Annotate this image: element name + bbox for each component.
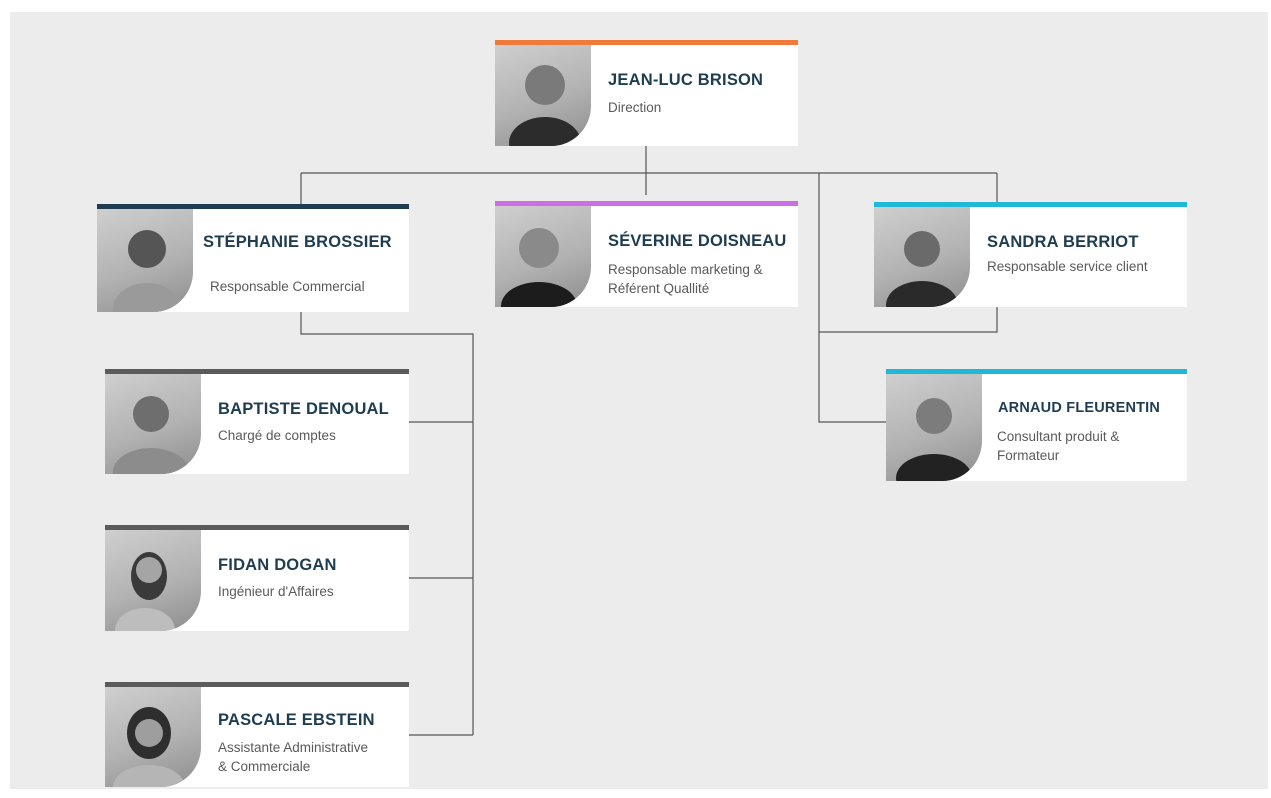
accent-bar [97,204,409,209]
person-role: Responsable marketing & Référent Quallit… [608,260,763,298]
card-arnaud-fleurentin: ARNAUD FLEURENTIN Consultant produit & F… [886,369,1187,481]
portrait-photo [495,45,591,146]
card-severine-doisneau: SÉVERINE DOISNEAU Responsable marketing … [495,201,798,307]
portrait-photo [97,209,193,312]
accent-bar [495,40,798,45]
accent-bar [495,201,798,206]
person-name: STÉPHANIE BROSSIER [203,233,392,251]
connector-sandra-down [819,307,998,333]
person-name: ARNAUD FLEURENTIN [998,400,1161,416]
card-fidan-dogan: FIDAN DOGAN Ingénieur d'Affaires [105,525,409,631]
accent-bar [105,682,409,687]
person-role-line1: Assistante Administrative [218,740,369,755]
person-name: JEAN-LUC BRISON [608,71,764,89]
portrait-photo [105,530,201,631]
accent-bar [105,525,409,530]
card-director: JEAN-LUC BRISON Direction [495,40,798,146]
connector-arnaud [818,173,886,423]
person-role: Responsable Commercial [210,279,365,294]
person-role-line2: Référent Quallité [608,281,710,296]
person-role: Assistante Administrative & Commerciale [218,738,368,776]
person-role: Chargé de comptes [218,428,336,443]
portrait-photo [495,206,591,307]
person-name: SANDRA BERRIOT [987,233,1139,251]
accent-bar [874,202,1187,207]
person-name: BAPTISTE DENOUAL [218,400,389,418]
card-stephanie-brossier: STÉPHANIE BROSSIER Responsable Commercia… [97,204,409,312]
portrait-photo [105,687,201,787]
portrait-photo [874,207,970,307]
accent-bar [886,369,1187,374]
person-role-line1: Responsable marketing & [608,262,763,277]
person-role: Direction [608,100,662,115]
portrait-photo [886,374,982,481]
person-role: Ingénieur d'Affaires [218,584,334,599]
person-name: SÉVERINE DOISNEAU [608,232,787,250]
portrait-photo [105,374,201,474]
card-sandra-berriot: SANDRA BERRIOT Responsable service clien… [874,202,1187,307]
connector-stephanie-down [300,312,474,735]
person-name: PASCALE EBSTEIN [218,711,375,729]
card-pascale-ebstein: PASCALE EBSTEIN Assistante Administrativ… [105,682,409,787]
card-baptiste-denoual: BAPTISTE DENOUAL Chargé de comptes [105,369,409,474]
person-role: Responsable service client [987,259,1148,274]
person-name: FIDAN DOGAN [218,556,337,574]
person-role: Consultant produit & Formateur [997,427,1119,465]
person-role-line2: & Commerciale [218,759,311,774]
accent-bar [105,369,409,374]
person-role-line2: Formateur [997,448,1060,463]
person-role-line1: Consultant produit & [997,429,1120,444]
